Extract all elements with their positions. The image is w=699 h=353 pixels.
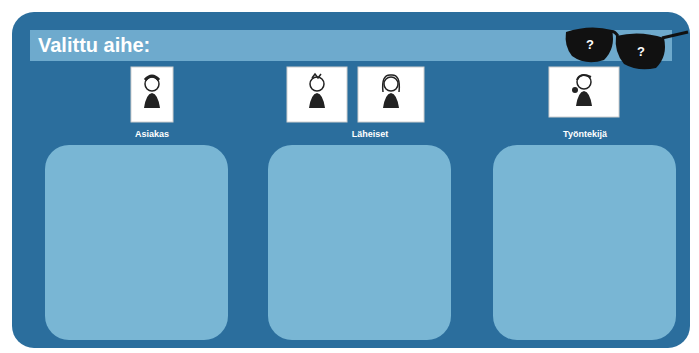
column-heading: Työntekijä [525,128,645,140]
question-mark: ? [631,44,651,60]
question-mark: ? [580,37,600,53]
column-heading: Asiakas [92,128,212,140]
person-icon [287,67,347,122]
sunglasses-icon [566,27,688,69]
title: Valittu aihe: [38,33,150,57]
person-icon [549,67,619,117]
topic-box: Työntekijä [493,145,676,340]
person-icon [358,67,424,122]
person-icon [131,67,173,122]
topic-box: Läheiset [268,145,451,340]
panel [12,12,690,348]
topic-box: Asiakas [45,145,228,340]
column-heading: Läheiset [310,128,430,140]
